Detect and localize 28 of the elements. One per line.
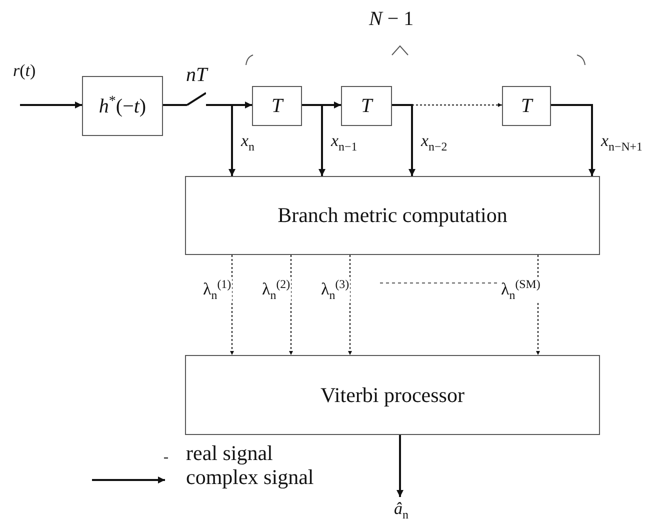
- dotted-arrow: [230, 254, 234, 356]
- arrow: [20, 102, 82, 108]
- dotted-arrow: [289, 254, 293, 356]
- delay-box: [502, 86, 551, 126]
- edge-label: r(t): [12, 62, 37, 81]
- delay-box: [252, 86, 302, 126]
- process-box: [185, 176, 600, 255]
- arrow: [302, 104, 326, 176]
- line: [163, 104, 187, 106]
- node-label: h$^{*}$(−t): [98, 94, 146, 118]
- arrow: [206, 104, 236, 176]
- dotted-arrow: [348, 254, 352, 356]
- filter-box: [82, 76, 163, 136]
- legend-label: complex signal: [185, 466, 315, 490]
- sampling-label: nT: [185, 64, 208, 86]
- switch-symbol: [187, 92, 206, 106]
- node-label: T: [520, 94, 532, 118]
- node-label: T: [271, 94, 283, 118]
- legend-label: real signal: [185, 442, 274, 466]
- delay-box: [341, 86, 392, 126]
- arrow: [551, 104, 596, 176]
- node-label: T: [360, 94, 372, 118]
- arrow: [396, 435, 404, 497]
- arrow: [392, 104, 416, 176]
- node-label: Viterbi processor: [320, 382, 464, 408]
- process-box: [185, 355, 600, 435]
- node-label: Branch metric computation: [278, 203, 508, 228]
- edge-label: â$_{n}$: [393, 500, 410, 522]
